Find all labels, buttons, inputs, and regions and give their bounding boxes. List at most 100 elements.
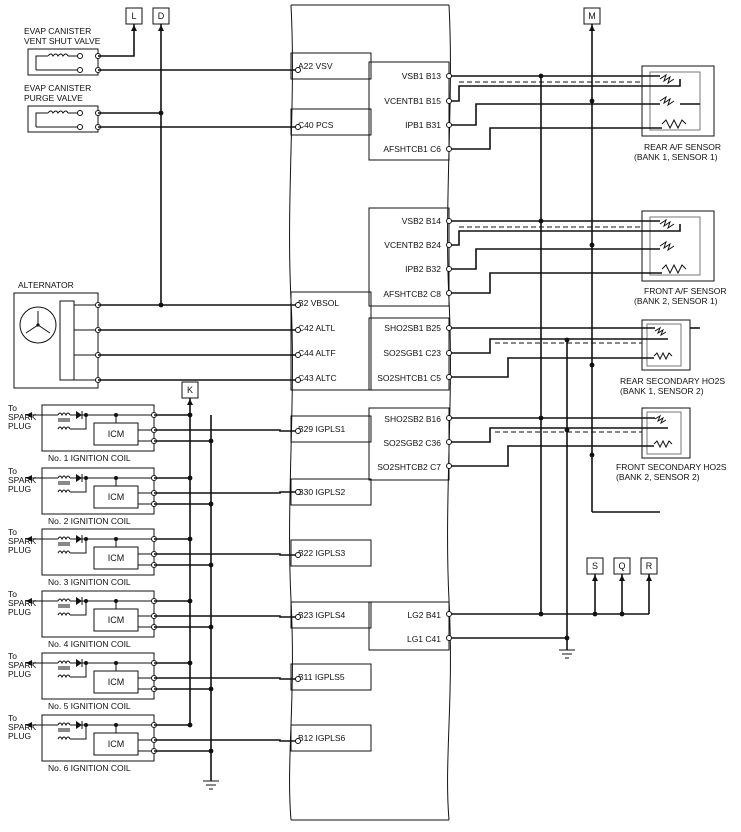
ecm-right-pin-labels: VSB1 B13 VCENTB1 B15 IPB1 B31 AFSHTCB1 C… xyxy=(377,71,441,644)
junction-dot xyxy=(84,599,88,603)
terminal xyxy=(446,325,452,331)
alternator: ALTERNATOR xyxy=(13,280,101,389)
svg-text:K: K xyxy=(187,385,193,395)
terminal xyxy=(295,552,301,558)
coil-name: No. 5 IGNITION COIL xyxy=(48,701,131,711)
junction-dot xyxy=(114,476,118,480)
pin-label: A22 VSV xyxy=(298,61,333,71)
connector-m: M xyxy=(583,7,601,25)
spark-plug-label: PLUG xyxy=(8,421,31,431)
igt-wire xyxy=(154,677,298,680)
spark-plug-label: To xyxy=(8,589,17,599)
junction-dot xyxy=(84,723,88,727)
connector-d: D xyxy=(152,7,170,25)
pin-label: SO2SGB1 C23 xyxy=(383,348,441,358)
coil-link xyxy=(70,539,87,554)
junction-dot xyxy=(84,537,88,541)
terminal xyxy=(446,439,452,445)
spark-plug-label: PLUG xyxy=(8,545,31,555)
svg-text:EVAP CANISTER: EVAP CANISTER xyxy=(24,26,91,36)
pin-label: B2 VBSOL xyxy=(298,298,339,308)
svg-text:(BANK 1, SENSOR 2): (BANK 1, SENSOR 2) xyxy=(620,386,704,396)
front-secondary-ho2s: FRONT SECONDARY HO2S (BANK 2, SENSOR 2) xyxy=(616,407,727,482)
svg-text:FRONT SECONDARY HO2S: FRONT SECONDARY HO2S xyxy=(616,462,727,472)
spark-plug-label: PLUG xyxy=(8,484,31,494)
pin-label: B29 IGPLS1 xyxy=(298,424,346,434)
svg-text:VENT SHUT VALVE: VENT SHUT VALVE xyxy=(24,36,101,46)
terminal xyxy=(446,350,452,356)
terminal xyxy=(446,73,452,79)
spark-plug-label: PLUG xyxy=(8,731,31,741)
diode-icon xyxy=(76,411,82,419)
pin-label: VCENTB2 B24 xyxy=(384,240,441,250)
pin-label: LG2 B41 xyxy=(407,610,441,620)
svg-text:(BANK 2, SENSOR 1): (BANK 2, SENSOR 1) xyxy=(634,296,718,306)
coil-link xyxy=(70,601,87,616)
diode-icon xyxy=(76,535,82,543)
spark-plug-label: SPARK xyxy=(8,598,37,608)
svg-text:EVAP CANISTER: EVAP CANISTER xyxy=(24,83,91,93)
svg-text:(BANK 1, SENSOR 1): (BANK 1, SENSOR 1) xyxy=(634,152,718,162)
coil-winding xyxy=(57,660,71,665)
ground-symbol-right xyxy=(559,649,575,659)
sensor-wires xyxy=(449,75,700,467)
terminal xyxy=(446,290,452,296)
igt-wire xyxy=(154,739,298,742)
igt-wire xyxy=(154,491,298,494)
terminal xyxy=(446,98,452,104)
svg-text:REAR SECONDARY HO2S: REAR SECONDARY HO2S xyxy=(620,376,725,386)
coil-link xyxy=(70,663,87,678)
terminal xyxy=(446,146,452,152)
diode-icon xyxy=(76,474,82,482)
terminal xyxy=(446,415,452,421)
ground-symbol-left xyxy=(203,780,219,790)
evap-vent-shut-valve: EVAP CANISTER VENT SHUT VALVE xyxy=(24,26,101,76)
pin-label: B22 IGPLS3 xyxy=(298,548,346,558)
coil-winding xyxy=(57,550,71,555)
igt-wire xyxy=(154,429,298,432)
coil-winding xyxy=(57,674,71,679)
m-bus xyxy=(589,24,660,513)
icm-label: ICM xyxy=(108,739,125,749)
spark-plug-label: To xyxy=(8,466,17,476)
svg-text:M: M xyxy=(588,11,596,21)
pin-label: IPB2 B32 xyxy=(405,264,441,274)
igt-wire xyxy=(154,553,298,556)
svg-text:(BANK 2, SENSOR 2): (BANK 2, SENSOR 2) xyxy=(616,472,700,482)
connector-s: S xyxy=(586,557,604,575)
pin-label: IPB1 B31 xyxy=(405,120,441,130)
ecm-left-pin-labels: A22 VSV C40 PCS B2 VBSOL C42 ALTL C44 AL… xyxy=(298,61,346,743)
coil-winding xyxy=(57,489,71,494)
pin-label: C42 ALTL xyxy=(298,323,335,333)
alternator-wires xyxy=(98,302,301,383)
svg-text:D: D xyxy=(158,11,165,21)
spark-plug-label: To xyxy=(8,651,17,661)
pin-label: B30 IGPLS2 xyxy=(298,487,346,497)
ecm-right-pin-rings xyxy=(446,73,452,469)
terminal xyxy=(295,428,301,434)
terminal xyxy=(446,463,452,469)
terminal xyxy=(446,374,452,380)
junction-dot xyxy=(84,661,88,665)
icm-label: ICM xyxy=(108,615,125,625)
igt-wire xyxy=(154,615,298,618)
pin-label: AFSHTCB2 C8 xyxy=(383,289,441,299)
svg-text:PURGE VALVE: PURGE VALVE xyxy=(24,93,83,103)
terminal xyxy=(446,218,452,224)
spark-plug-label: SPARK xyxy=(8,536,37,546)
terminal xyxy=(446,242,452,248)
spark-plug-label: To xyxy=(8,403,17,413)
coil-winding xyxy=(57,475,71,480)
spark-plug-label: SPARK xyxy=(8,722,37,732)
coil-name: No. 1 IGNITION COIL xyxy=(48,453,131,463)
coil-link xyxy=(70,478,87,493)
spark-plug-label: To xyxy=(8,527,17,537)
coil-winding xyxy=(57,598,71,603)
coil-name: No. 2 IGNITION COIL xyxy=(48,516,131,526)
svg-text:S: S xyxy=(592,561,598,571)
ground-buses xyxy=(446,73,652,659)
